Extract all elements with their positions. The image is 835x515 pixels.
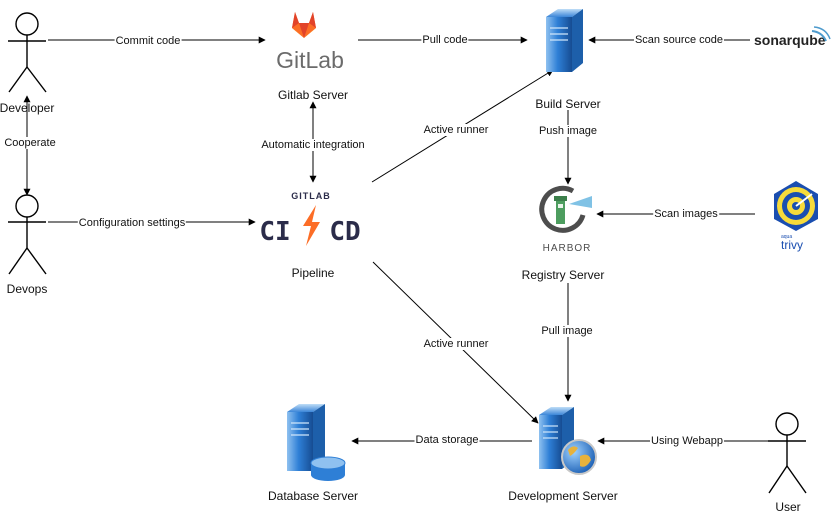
database-server-icon [287,404,346,481]
registry-server-label: Registry Server [521,268,605,282]
sonarqube-logo-icon: sonarqube [754,26,831,48]
cicd-cd-text: CD [329,217,360,247]
globe-icon [561,439,597,475]
trivy-top-text: aqua [781,234,792,240]
user-actor-icon [768,412,807,494]
sonarqube-wordmark: sonarqube [754,32,826,48]
cicd-ci-text: CI [259,217,290,247]
database-server-label: Database Server [267,489,359,503]
build-server-label: Build Server [535,97,601,111]
scan-source-code-label: Scan source code [633,34,725,46]
developer-actor-icon [8,12,47,93]
active-runner-dev-label: Active runner [422,338,490,350]
trivy-wordmark: trivy [781,238,803,252]
gitlab-cicd-logo-icon: GITLAB CI CD [259,191,360,247]
commit-code-label: Commit code [114,35,182,47]
configuration-settings-label: Configuration settings [77,217,187,229]
gitlab-wordmark: GitLab [276,47,344,73]
pull-code-label: Pull code [421,34,469,46]
pipeline-label: Pipeline [291,266,335,280]
automatic-integration-label: Automatic integration [260,139,366,151]
gitlab-logo-icon: GitLab [276,12,344,73]
cicd-top-text: GITLAB [291,191,331,201]
harbor-wordmark: HARBOR [543,243,592,254]
developer-label: Developer [0,101,55,115]
active-runner-build-label: Active runner [422,124,490,136]
devops-label: Devops [6,282,48,296]
harbor-logo-icon: HARBOR [539,185,592,254]
cooperate-label: Cooperate [3,137,57,149]
development-server-label: Development Server [508,489,618,503]
push-image-label: Push image [537,125,599,137]
gitlab-server-label: Gitlab Server [277,88,349,102]
pull-image-label: Pull image [540,325,594,337]
user-label: User [775,500,801,514]
cicd-bolt-icon [303,205,320,246]
data-storage-label: Data storage [414,434,480,446]
devops-actor-icon [8,194,47,275]
build-server-icon [546,9,583,72]
using-webapp-label: Using Webapp [650,435,724,447]
trivy-logo-icon: aqua trivy [774,181,818,252]
scan-images-label: Scan images [653,208,719,220]
